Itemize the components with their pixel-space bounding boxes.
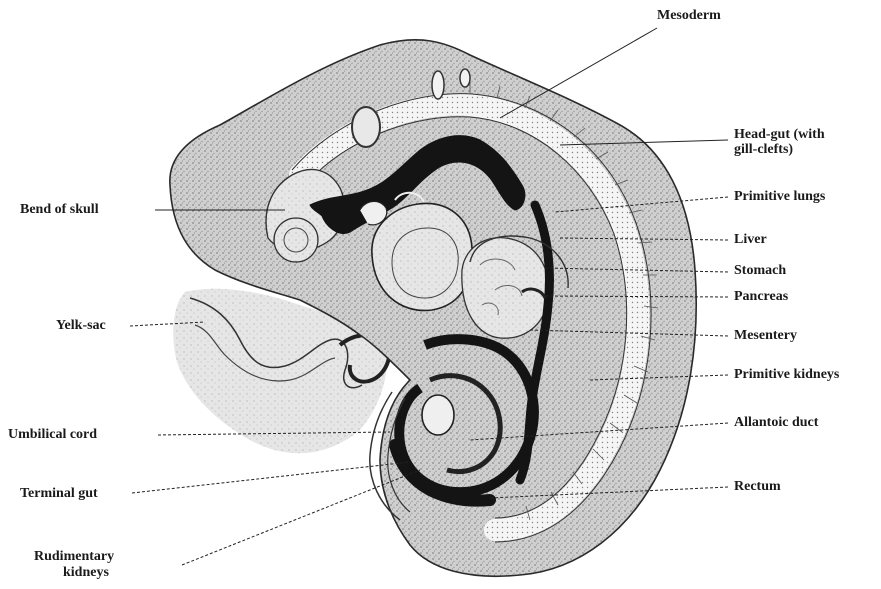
label-pancreas: Pancreas [734,289,788,304]
label-rectum: Rectum [734,479,781,494]
neural-opening-1 [432,71,444,99]
label-rudimentary-kidneys-line2: kidneys [63,565,109,580]
label-bend-of-skull: Bend of skull [20,202,99,217]
label-mesoderm: Mesoderm [657,8,721,23]
label-yelk-sac: Yelk-sac [56,318,106,333]
otic-vesicle [352,107,380,147]
label-mesentery: Mesentery [734,328,797,343]
label-head-gut-line1: Head-gut (with [734,127,825,142]
allantoic-bladder [422,395,454,435]
liver-sac [462,238,549,339]
label-umbilical-cord: Umbilical cord [8,427,97,442]
label-allantoic-duct: Allantoic duct [734,415,818,430]
leader-rudimentary-kidneys [182,470,420,565]
label-primitive-lungs: Primitive lungs [734,189,825,204]
label-liver: Liver [734,232,767,247]
label-head-gut-line2: gill-clefts) [734,142,793,157]
label-rudimentary-kidneys-line1: Rudimentary [34,549,114,564]
label-stomach: Stomach [734,263,786,278]
label-primitive-kidneys: Primitive kidneys [734,367,839,382]
heart-sac [372,203,472,310]
label-terminal-gut: Terminal gut [20,486,98,501]
leader-terminal-gut [132,462,410,493]
eye-vesicle [274,218,318,262]
neural-opening-2 [460,69,470,87]
